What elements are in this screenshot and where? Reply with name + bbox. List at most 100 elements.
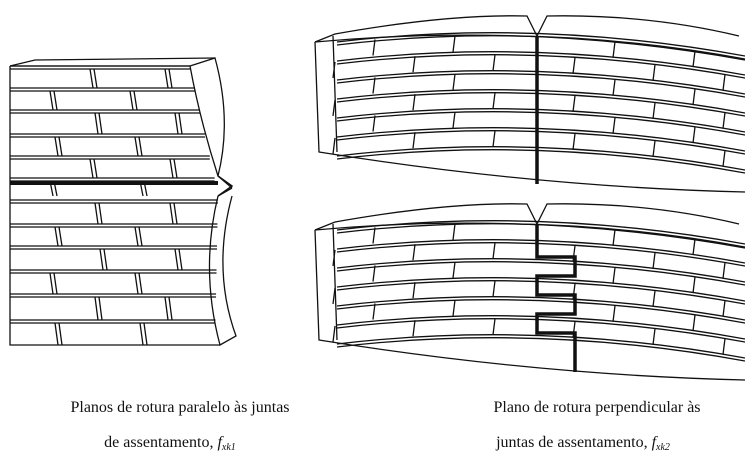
head-joint: [452, 223, 456, 241]
caption-right-subscript: xk2: [656, 442, 670, 453]
bed-joint-inner: [336, 149, 745, 174]
wall-outline: [314, 41, 745, 193]
bed-joint: [336, 277, 745, 302]
head-joint: [139, 322, 144, 346]
head-joint: [94, 296, 99, 321]
head-joint: [332, 61, 336, 78]
head-joint-inner: [178, 112, 183, 135]
head-joint-inner: [93, 158, 98, 179]
head-joint-inner: [53, 272, 58, 295]
head-joint: [612, 41, 616, 58]
head-joint: [612, 305, 616, 322]
head-joint: [722, 112, 726, 129]
failure-notch: [217, 175, 234, 197]
left-end-face: [332, 35, 338, 153]
head-joint: [54, 136, 59, 157]
head-joint: [54, 322, 59, 346]
head-joint: [164, 296, 169, 321]
head-joint: [612, 229, 616, 246]
bed-joint: [336, 146, 745, 171]
head-joint: [452, 111, 456, 129]
head-joint: [722, 74, 726, 91]
head-joint-inner: [58, 226, 63, 247]
bed-joint: [336, 258, 745, 283]
head-joint-inner: [98, 112, 103, 135]
bed-joint-inner: [336, 130, 745, 155]
left-end-face: [332, 223, 338, 341]
wall-perpendicular-failure-stepped: [314, 203, 745, 381]
caption-left-line2: de assentamento, fxk1: [104, 433, 236, 458]
bed-joint: [336, 127, 745, 152]
bed-joint: [336, 70, 745, 95]
bed-joint-inner: [336, 92, 745, 117]
head-joint-inner: [168, 68, 173, 89]
head-joint-inner: [173, 202, 178, 225]
right-face-top: [189, 57, 233, 189]
head-joint-inner: [103, 248, 108, 271]
head-joint: [169, 158, 174, 179]
head-joint: [452, 73, 456, 91]
bed-joint-inner: [336, 261, 745, 286]
bed-joint: [336, 296, 745, 321]
head-joint: [372, 303, 376, 320]
caption-right-line2: juntas de assentamento, fxk2: [496, 433, 670, 458]
head-joint: [99, 248, 104, 271]
head-joint: [372, 227, 376, 244]
head-joint: [692, 88, 696, 106]
bed-joint-inner: [336, 73, 745, 98]
bed-joint-inner: [336, 318, 745, 343]
head-joint-inner: [168, 296, 173, 321]
head-joint: [412, 56, 416, 73]
head-joint-inner: [53, 90, 58, 111]
head-joint: [49, 272, 54, 295]
head-joint: [452, 35, 456, 53]
head-joint: [492, 130, 496, 147]
head-joint: [492, 54, 496, 71]
bed-joint: [336, 220, 745, 245]
bed-joint-inner: [336, 299, 745, 324]
head-joint: [164, 68, 169, 89]
head-joint: [174, 112, 179, 135]
caption-left-symbol: f: [217, 434, 222, 451]
bed-joint-inner: [336, 35, 745, 60]
head-joint: [612, 117, 616, 134]
top-face: [314, 15, 740, 43]
bed-joint-inner: [336, 54, 745, 79]
right-face-bottom: [208, 187, 237, 346]
bed-joint: [336, 32, 745, 57]
head-joint: [332, 137, 336, 154]
bed-joint-inner: [336, 242, 745, 267]
caption-right-symbol: f: [651, 434, 657, 451]
head-joint: [722, 300, 726, 317]
head-joint-inner: [138, 136, 143, 157]
bed-joint: [336, 51, 745, 76]
bed-joint: [336, 239, 745, 264]
top-face: [314, 203, 740, 231]
head-joint: [94, 202, 99, 225]
head-joint-inner: [93, 68, 98, 89]
head-joint: [652, 328, 656, 345]
head-joint: [492, 242, 496, 259]
head-joint: [54, 226, 59, 247]
head-joint: [452, 261, 456, 279]
head-joint: [692, 276, 696, 294]
head-joint: [492, 92, 496, 109]
caption-left-line1: Planos de rotura paralelo às juntas: [70, 399, 290, 416]
bed-joint: [336, 315, 745, 340]
head-joint: [372, 265, 376, 282]
wall-perpendicular-failure-straight: [314, 15, 745, 193]
head-joint: [722, 150, 726, 167]
bed-joint: [336, 108, 745, 133]
head-joint-inner: [178, 248, 183, 271]
head-joint: [174, 248, 179, 271]
head-joint: [412, 94, 416, 111]
head-joint: [492, 318, 496, 335]
bed-joint: [336, 334, 745, 359]
head-joint: [412, 132, 416, 149]
head-joint: [332, 325, 336, 342]
front-face-outline: [9, 65, 220, 346]
head-joint: [652, 252, 656, 269]
bed-joint: [336, 89, 745, 114]
top-face: [9, 57, 216, 67]
